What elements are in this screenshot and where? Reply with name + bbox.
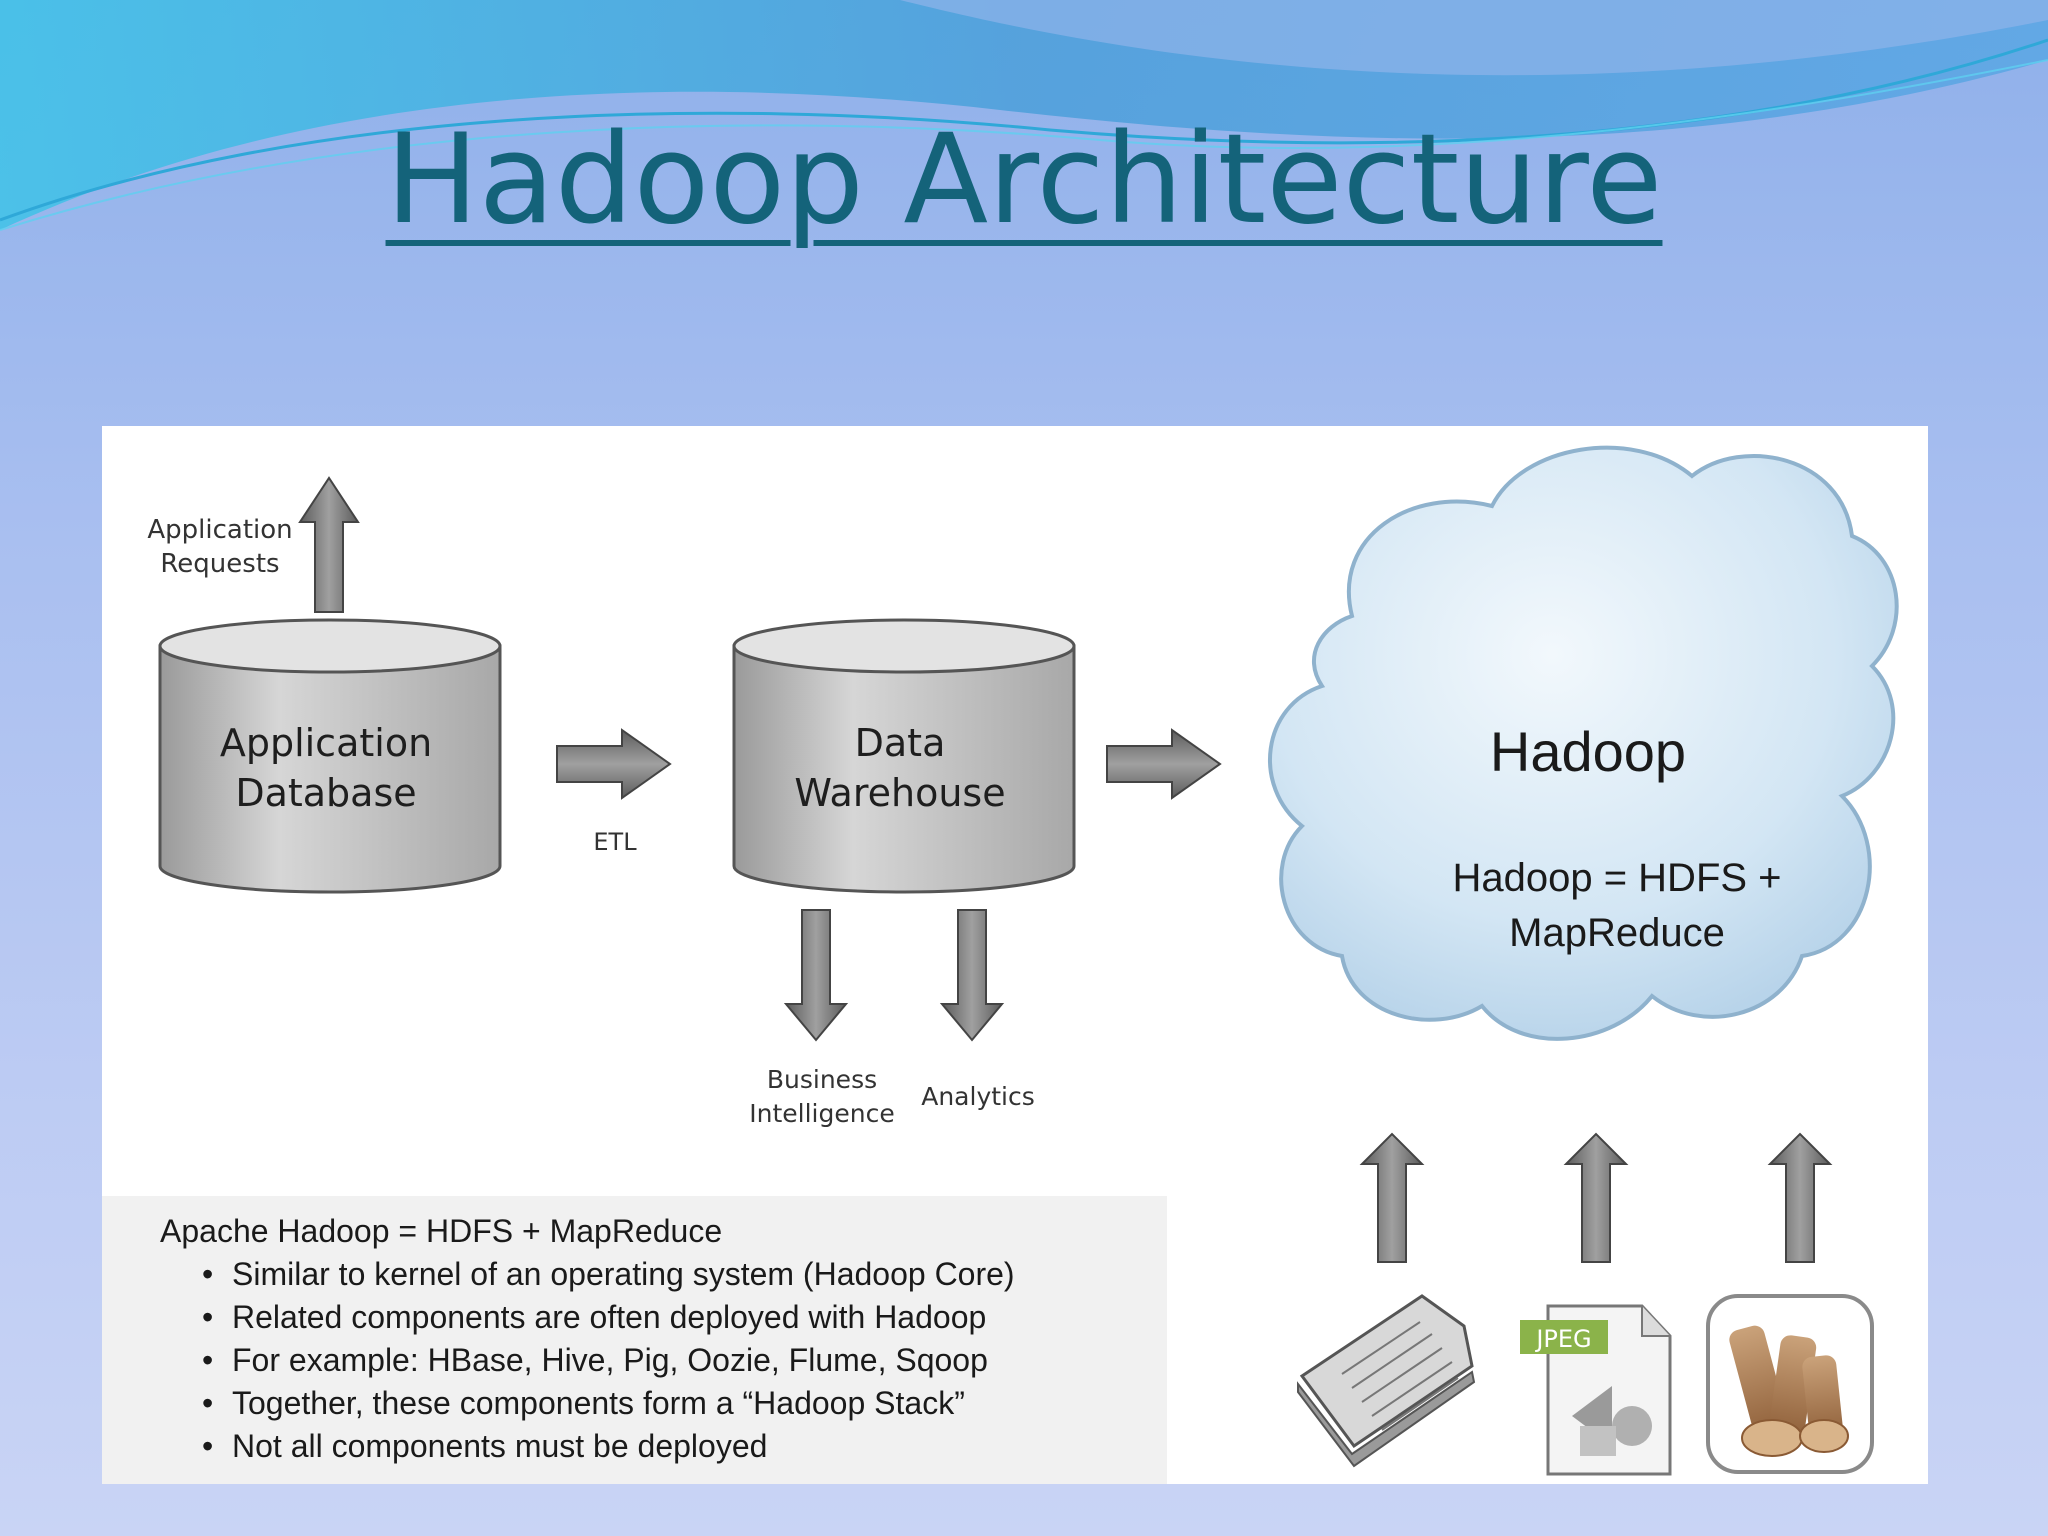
- notes-bullet: For example: HBase, Hive, Pig, Oozie, Fl…: [202, 1339, 1167, 1382]
- app-database-label-line2: Database: [235, 771, 416, 815]
- arrow-down-icon: [783, 909, 849, 1042]
- arrow-right-icon: [556, 728, 672, 800]
- arrow-up-icon: [1767, 1132, 1833, 1263]
- analytics-label: Analytics: [921, 1082, 1035, 1111]
- data-warehouse-cylinder: [732, 618, 1076, 894]
- arrow-up-icon: [1359, 1132, 1425, 1263]
- app-database-cylinder: [158, 618, 502, 894]
- hadoop-formula-line2: MapReduce: [1509, 911, 1725, 955]
- notes-bullet: Similar to kernel of an operating system…: [202, 1253, 1167, 1296]
- business-intelligence-label-line2: Intelligence: [749, 1099, 894, 1128]
- notes-bullet-list: Similar to kernel of an operating system…: [160, 1253, 1167, 1468]
- arrow-right-icon: [1106, 728, 1222, 800]
- slide-title: Hadoop Architecture: [385, 108, 1663, 252]
- notes-box: Apache Hadoop = HDFS + MapReduce Similar…: [102, 1196, 1167, 1484]
- jpeg-tag-label: JPEG: [1534, 1325, 1591, 1353]
- app-requests-label-line2: Requests: [160, 549, 279, 579]
- notes-bullet: Together, these components form a “Hadoo…: [202, 1382, 1167, 1425]
- app-database-label-line1: Application: [220, 721, 432, 765]
- diagram-panel: Application Requests Application Databas…: [102, 426, 1928, 1484]
- architecture-diagram: Application Requests Application Databas…: [147, 445, 1899, 1476]
- hadoop-cloud-title: Hadoop: [1490, 720, 1686, 783]
- data-warehouse-label-line1: Data: [855, 721, 946, 765]
- business-intelligence-label-line1: Business: [767, 1065, 877, 1094]
- cloud-icon: [1268, 445, 1899, 1041]
- jpeg-file-icon: JPEG: [1520, 1304, 1672, 1476]
- app-requests-label-line1: Application: [147, 515, 292, 545]
- notes-bullet: Related components are often deployed wi…: [202, 1296, 1167, 1339]
- header-wave-decoration: [0, 0, 2048, 231]
- arrow-down-icon: [939, 909, 1005, 1042]
- data-warehouse-label-line2: Warehouse: [794, 771, 1005, 815]
- etl-label: ETL: [593, 828, 637, 856]
- arrow-up-icon: [1563, 1132, 1629, 1263]
- notes-bullet: Not all components must be deployed: [202, 1425, 1167, 1468]
- notes-heading: Apache Hadoop = HDFS + MapReduce: [160, 1213, 723, 1249]
- document-icon: [1297, 1294, 1476, 1468]
- arrow-up-icon: [298, 476, 360, 613]
- wood-logs-icon: [1706, 1294, 1874, 1474]
- hadoop-formula-line1: Hadoop = HDFS +: [1452, 856, 1781, 900]
